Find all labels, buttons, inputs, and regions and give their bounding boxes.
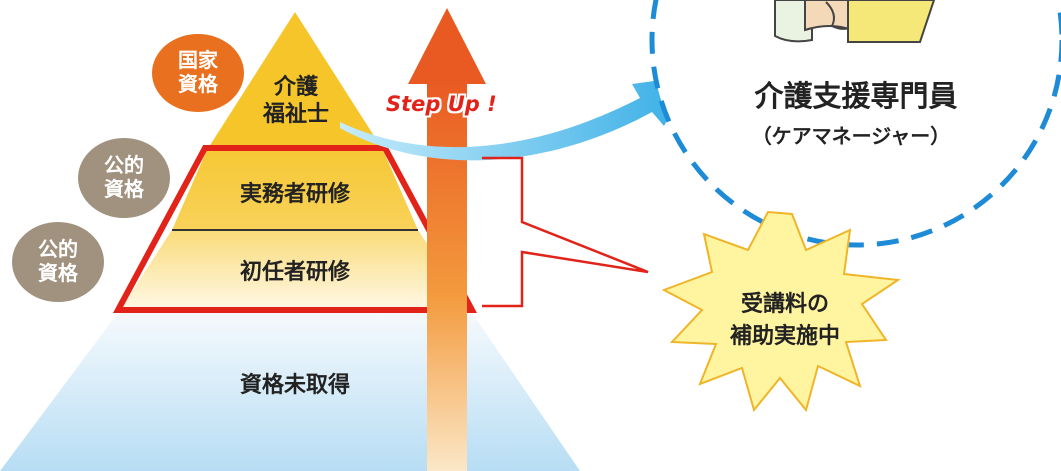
- highlight-frame: [112, 145, 478, 313]
- care-manager-illustration: [774, 0, 936, 43]
- subsidy-burst: [661, 210, 901, 413]
- pyramid-tier-top: [207, 12, 383, 150]
- step-up-arrow-shaft: [427, 80, 467, 471]
- pyramid-tier-lower: [120, 230, 470, 310]
- burst-line-1: 受講料の: [740, 292, 829, 317]
- burst-line-2: 補助実施中: [729, 324, 840, 349]
- pyramid-tier-middle: [172, 150, 418, 230]
- base-tier-label: 資格未取得: [239, 373, 350, 398]
- public-qualification-badge-2: 公的 資格: [12, 222, 104, 302]
- target-title: 介護支援専門員: [754, 79, 958, 113]
- top-tier-label: 介護 福祉士: [262, 75, 329, 127]
- public-qualification-badge-1: 公的 資格: [78, 138, 170, 218]
- callout-bracket: [482, 156, 649, 308]
- step-up-arrow-head: [408, 8, 486, 84]
- target-subtitle: （ケアマネージャー）: [751, 124, 951, 148]
- middle-tier-label: 実務者研修: [239, 182, 350, 207]
- blue-curved-arrow: [340, 76, 690, 161]
- lower-tier-label: 初任者研修: [239, 260, 350, 285]
- step-up-label: Step Up !: [386, 92, 497, 116]
- target-dashed-circle: [649, 0, 1061, 248]
- national-qualification-badge: 国家 資格: [152, 34, 244, 112]
